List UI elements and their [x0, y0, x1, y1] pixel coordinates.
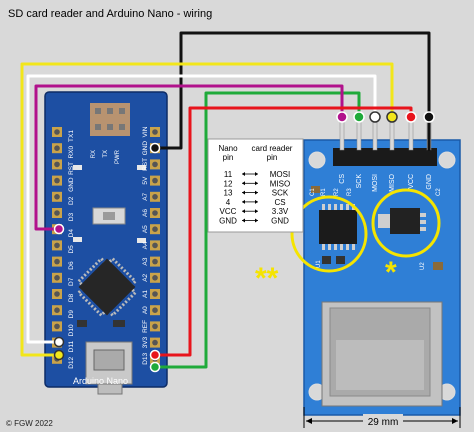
- table-header-reader-pin: pin: [267, 153, 278, 162]
- nano-left-pin-label: D5: [68, 245, 75, 254]
- pin-table-box: [207, 138, 304, 233]
- nano-led-label: TX: [103, 150, 109, 158]
- nano-right-pin-label: A0: [142, 306, 149, 314]
- nano-left-pin-label: D9: [68, 310, 75, 319]
- nano-right-pin-label: A4: [142, 241, 149, 249]
- reader-pin-label: MISO: [389, 173, 396, 191]
- reader-silkscreen-label: R3: [347, 188, 353, 196]
- nano-led-label: PWR: [115, 149, 121, 164]
- nano-left-pin-label: D2: [68, 196, 75, 205]
- nano-right-pin-label: 5V: [142, 176, 149, 185]
- wire-mosi: [26, 74, 377, 344]
- nano-right-pin-label: A2: [142, 273, 149, 281]
- table-cell-reader: GND: [271, 217, 289, 226]
- table-cell-nano: VCC: [220, 207, 237, 216]
- nano-right-pin-label: 3V3: [142, 336, 149, 348]
- table-cell-nano: 4: [226, 198, 231, 207]
- highlight-circle-left: [290, 195, 368, 273]
- wire-miso: [20, 62, 394, 357]
- reader-header: [333, 148, 437, 166]
- dimension-label: 29 mm: [368, 417, 399, 428]
- asterisk-marker-right: *: [385, 256, 397, 289]
- reader-pin: [372, 121, 378, 151]
- reader-pin: [356, 121, 362, 151]
- wire-endpoints: [53, 111, 435, 373]
- pin-table: Nano pin card reader pin 11 MOSI 12 MISO 13 S…: [207, 138, 304, 233]
- reader-silkscreen-label: C1: [310, 188, 316, 196]
- nano-left-pin-label: D8: [68, 293, 75, 302]
- nano-left-pin-label: TX1: [68, 130, 75, 142]
- nano-right-pin-label: A3: [142, 257, 149, 265]
- table-cell-nano: 13: [224, 189, 233, 198]
- reader-silkscreen-label: R1: [321, 188, 327, 196]
- reader-pin: [408, 121, 414, 151]
- diagram-title: SD card reader and Arduino Nano - wiring: [8, 8, 212, 20]
- nano-left-pin-label: D3: [68, 212, 75, 221]
- table-header-nano: Nano: [218, 144, 238, 153]
- reader-pin-label: SCK: [356, 174, 363, 189]
- highlight-circle-right: [371, 188, 441, 258]
- reader-pin-label: MOSI: [372, 174, 379, 192]
- reader-silkscreen-label: U2: [420, 262, 426, 270]
- nano-left-pin-label: RST: [68, 162, 75, 175]
- nano-left-pin-label: D11: [68, 340, 75, 352]
- reader-silkscreen-label: U1: [316, 260, 322, 268]
- reader-pin: [339, 121, 345, 151]
- reader-silkscreen-label: R2: [334, 188, 340, 196]
- table-cell-nano: GND: [219, 217, 237, 226]
- dimension-marker: 29 mm: [303, 407, 461, 428]
- wire-gnd: [157, 31, 431, 151]
- table-header-nano-pin: pin: [223, 153, 234, 162]
- table-cell-reader: MOSI: [270, 170, 290, 179]
- nano-led-label: RX: [91, 150, 97, 158]
- asterisk-marker-left: **: [255, 262, 279, 295]
- reader-silkscreen-label: C2: [436, 188, 442, 196]
- nano-right-pin-label: A5: [142, 225, 149, 233]
- reader-pin: [389, 121, 395, 151]
- wire-cs: [34, 84, 344, 231]
- nano-left-pin-label: D7: [68, 277, 75, 286]
- table-cell-reader: SCK: [272, 189, 289, 198]
- nano-left-pin-label: D6: [68, 261, 75, 270]
- reader-pin-label: VCC: [408, 174, 415, 189]
- table-cell-nano: 11: [224, 170, 233, 179]
- nano-left-pin-label: D12: [68, 356, 75, 368]
- nano-right-pin-label: REF: [142, 320, 149, 333]
- reader-pin-label: CS: [339, 174, 346, 184]
- table-cell-reader: 3.3V: [272, 207, 289, 216]
- nano-right-pin-label: GND: [142, 141, 149, 156]
- nano-right-pin-label: RST: [142, 158, 149, 171]
- nano-right-pin-label: A1: [142, 290, 149, 298]
- nano-right-pin-label: D13: [142, 352, 149, 364]
- nano-right-pin-label: A6: [142, 209, 149, 217]
- credit-text: © FGW 2022: [6, 419, 53, 428]
- nano-left-pin-label: RX0: [68, 145, 75, 158]
- table-cell-reader: CS: [274, 198, 285, 207]
- voltage-regulator: [390, 208, 420, 234]
- nano-left-pin-label: D10: [68, 324, 75, 336]
- table-cell-reader: MISO: [270, 179, 290, 188]
- icsp-header: [90, 103, 130, 136]
- nano-right-pin-label: VIN: [142, 126, 149, 137]
- nano-right-pin-label: A7: [142, 192, 149, 200]
- nano-left-pin-label: GND: [68, 177, 75, 192]
- level-shifter-chip: [319, 210, 357, 244]
- table-cell-nano: 12: [224, 179, 233, 188]
- nano-left-pin-label: D4: [68, 229, 75, 238]
- reader-pin-label: GND: [426, 174, 433, 190]
- board-caption: Arduino Nano: [73, 376, 128, 386]
- wire-sck: [157, 91, 361, 369]
- table-header-reader: card reader: [252, 144, 293, 153]
- wires: [20, 31, 431, 369]
